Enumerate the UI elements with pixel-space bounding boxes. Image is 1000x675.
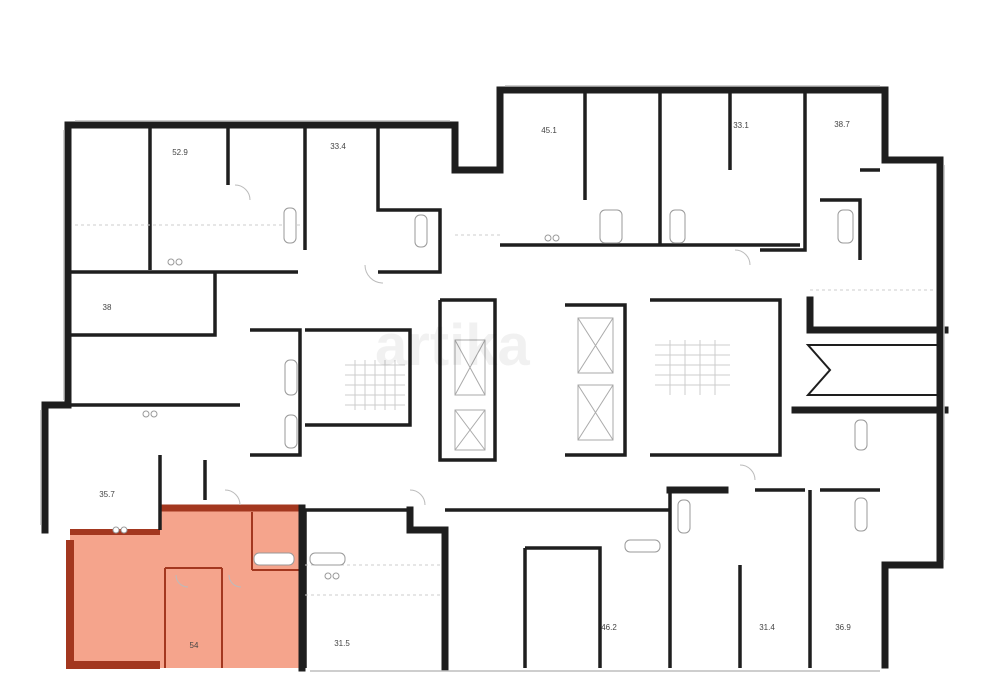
bathroom-fixtures xyxy=(112,207,868,580)
windows xyxy=(40,85,945,672)
apartment-area-label[interactable]: 46.2 xyxy=(601,623,617,632)
apartment-area-label[interactable]: 45.1 xyxy=(541,126,557,135)
apartment-area-label[interactable]: 31.5 xyxy=(334,639,350,648)
apartment-area-label[interactable]: 36.9 xyxy=(835,623,851,632)
elevators xyxy=(454,317,614,451)
apartment-54-highlight[interactable] xyxy=(66,504,306,669)
apartment-area-label[interactable]: 33.1 xyxy=(733,121,749,130)
apartment-area-label[interactable]: 52.9 xyxy=(172,148,188,157)
apartment-area-label[interactable]: 31.4 xyxy=(759,623,775,632)
apartment-area-label[interactable]: 33.4 xyxy=(330,142,346,151)
outer-walls xyxy=(41,86,949,672)
doors xyxy=(175,184,756,588)
zone-lines xyxy=(75,224,935,596)
apartment-area-label[interactable]: 35.7 xyxy=(99,490,115,499)
stairs xyxy=(345,340,730,410)
shaft xyxy=(805,344,941,396)
area-labels: 52.9 33.4 45.1 33.1 38.7 38 35.7 54 31.5… xyxy=(99,120,851,650)
apartment-area-label[interactable]: 38.7 xyxy=(834,120,850,129)
apartment-area-label[interactable]: 54 xyxy=(190,641,199,650)
watermark: artika xyxy=(375,313,531,378)
interior-walls xyxy=(68,90,880,668)
apartment-area-label[interactable]: 38 xyxy=(103,303,112,312)
